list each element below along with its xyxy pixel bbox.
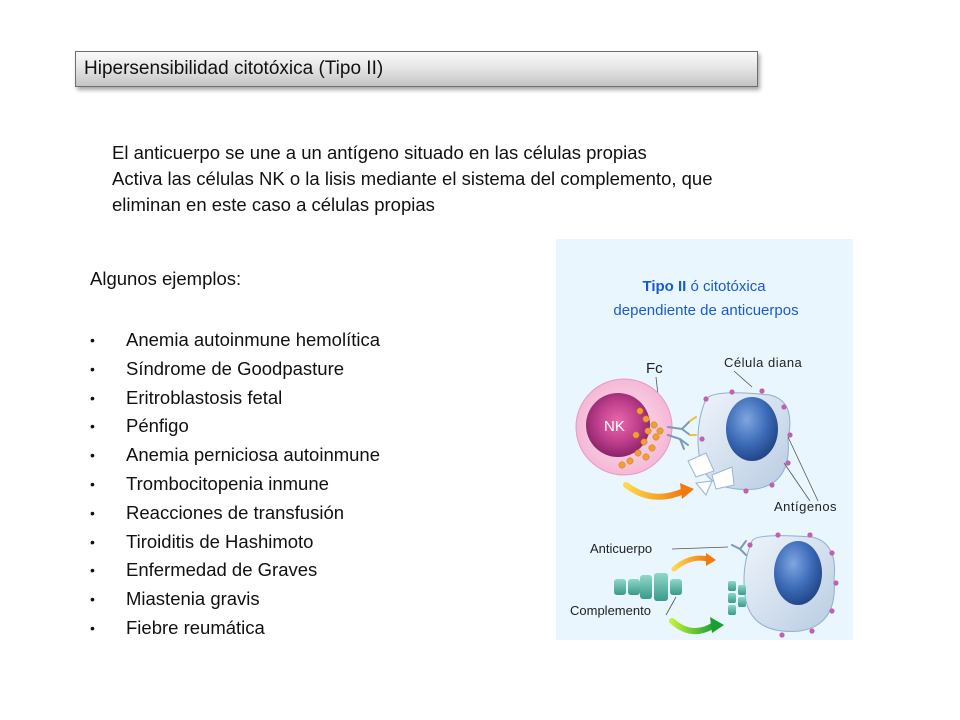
example-label: Reacciones de transfusión [126, 501, 345, 523]
example-item: • Pénfigo [90, 412, 380, 441]
bullet-icon: • [90, 418, 95, 435]
green-arrow [669, 618, 717, 634]
example-item: • Eritroblastosis fetal [90, 384, 380, 413]
example-item: • Anemia autoinmune hemolítica [90, 326, 380, 355]
examples-list: • Anemia autoinmune hemolítica • Síndrome d… [90, 326, 380, 643]
examples-heading: Algunos ejemplos: [90, 268, 242, 289]
diagram-svg: Tipo II ó citotóxica dependiente de anti… [556, 239, 853, 640]
example-item: • Enfermedad de Graves [90, 556, 380, 585]
example-item: • Reacciones de transfusión [90, 499, 380, 528]
nk-granules [618, 407, 664, 469]
slide-title: Hipersensibilidad citotóxica (Tipo II) [84, 58, 384, 79]
bullet-icon: • [90, 619, 95, 636]
antibody-arrow [671, 555, 711, 572]
bullet-icon: • [90, 591, 95, 608]
lysis-fragments [687, 452, 735, 496]
example-label: Enfermedad de Graves [126, 559, 318, 581]
antibody-label: Anticuerpo [590, 541, 652, 556]
type-ii-diagram: Tipo II ó citotóxica dependiente de anti… [556, 239, 853, 640]
example-item: • Tiroiditis de Hashimoto [90, 528, 380, 557]
antibody-cell-2 [731, 540, 747, 556]
antibody-bridge [667, 420, 691, 450]
example-item: • Anemia perniciosa autoinmune [90, 441, 380, 470]
antibody-leader [671, 546, 729, 550]
example-label: Eritroblastosis fetal [126, 386, 283, 408]
antigen-leader-1 [783, 462, 811, 502]
antigens-cell-2 [747, 532, 839, 638]
bullet-icon: • [90, 504, 95, 521]
example-item: • Fiebre reumática [90, 614, 380, 643]
example-label: Tiroiditis de Hashimoto [126, 530, 314, 552]
bullet-icon: • [90, 533, 95, 550]
target-leader-line [733, 370, 753, 388]
complement-proteins [614, 573, 682, 601]
antibody-tips [689, 416, 697, 436]
diagram-subtitle: dependiente de anticuerpos [613, 302, 798, 319]
complement-leader [665, 596, 677, 616]
orange-arrow [623, 482, 687, 500]
example-item: • Trombocitopenia inmune [90, 470, 380, 499]
fc-label: Fc [646, 360, 663, 377]
orange-arrow-head [680, 483, 694, 499]
complement-label: Complemento [570, 603, 651, 618]
example-label: Trombocitopenia inmune [126, 472, 329, 494]
antigens-cell-1 [699, 388, 793, 494]
intro-text: El anticuerpo se une a un antígeno situa… [112, 140, 852, 218]
intro-line-3: eliminan en este caso a células propias [112, 194, 435, 215]
bullet-icon: • [90, 332, 95, 348]
example-label: Síndrome de Goodpasture [126, 357, 345, 379]
title-box: Hipersensibilidad citotóxica (Tipo II) [75, 51, 758, 87]
antigen-leader-2 [787, 436, 819, 502]
example-label: Anemia autoinmune hemolítica [126, 329, 381, 350]
nk-cell-nucleus [586, 393, 650, 457]
diagram-title: Tipo II ó citotóxica [642, 278, 766, 295]
bullet-icon: • [90, 475, 95, 492]
example-item: • Miastenia gravis [90, 585, 380, 614]
example-label: Pénfigo [126, 415, 189, 437]
membrane-attack-complex [728, 581, 746, 615]
antigens-label: Antígenos [774, 499, 837, 514]
bullet-icon: • [90, 562, 95, 579]
example-label: Fiebre reumática [126, 616, 265, 638]
example-label: Miastenia gravis [126, 588, 260, 610]
bullet-icon: • [90, 389, 95, 406]
antibody-arrow-head [706, 553, 716, 566]
example-item: • Síndrome de Goodpasture [90, 355, 380, 384]
target-cell-2-nucleus [774, 541, 822, 605]
nk-label: NK [604, 418, 625, 435]
target-cell-label: Célula diana [724, 355, 803, 370]
intro-line-1: El anticuerpo se une a un antígeno situa… [112, 142, 647, 163]
example-label: Anemia perniciosa autoinmune [126, 444, 381, 466]
target-cell-1-nucleus [726, 397, 778, 461]
bullet-icon: • [90, 447, 95, 464]
intro-line-2: Activa las células NK o la lisis mediant… [112, 168, 713, 189]
bullet-icon: • [90, 360, 95, 377]
green-arrow-head [710, 617, 724, 633]
